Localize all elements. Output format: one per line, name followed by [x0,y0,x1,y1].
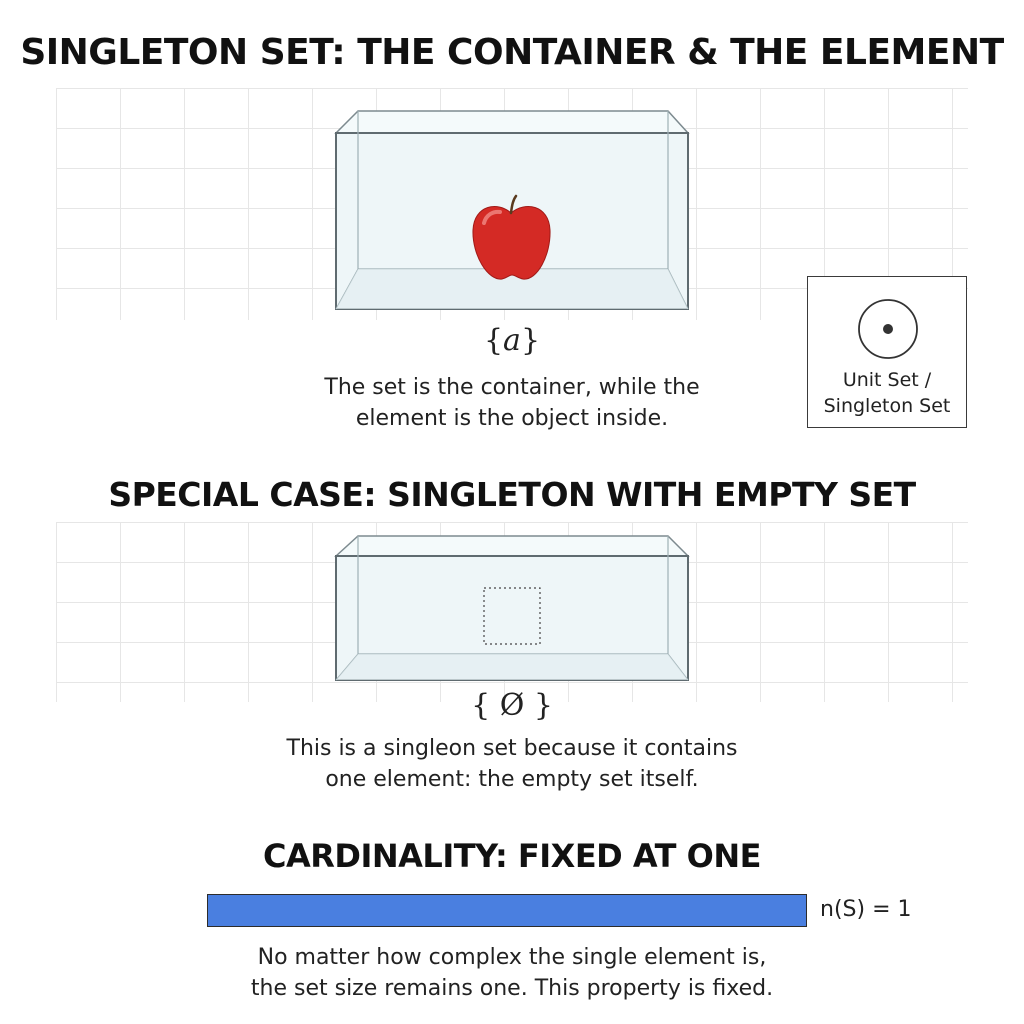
unit-set-legend: Unit Set / Singleton Set [807,276,967,428]
unit-set-dot-icon [858,299,918,359]
apple-icon [472,194,551,280]
special-case-heading: SPECIAL CASE: SINGLETON WITH EMPTY SET [108,475,916,514]
cardinality-heading: CARDINALITY: FIXED AT ONE [263,837,761,875]
glass-container-a [334,110,690,310]
legend-label: Unit Set / Singleton Set [823,369,951,417]
cardinality-caption: No matter how complex the single element… [250,945,774,1001]
empty-set-dotted-square-icon [483,587,541,645]
singleton-a-notation: {a} [483,323,541,358]
container-caption: The set is the container, while the elem… [324,375,700,431]
glass-container-empty [334,535,690,681]
empty-set-caption: This is a singleon set because it contai… [286,736,738,792]
singleton-empty-notation: { Ø } [471,688,553,723]
main-heading: SINGLETON SET: THE CONTAINER & THE ELEME… [20,32,1004,73]
cardinality-label: n(S) = 1 [820,897,912,922]
cardinality-bar [207,894,807,927]
